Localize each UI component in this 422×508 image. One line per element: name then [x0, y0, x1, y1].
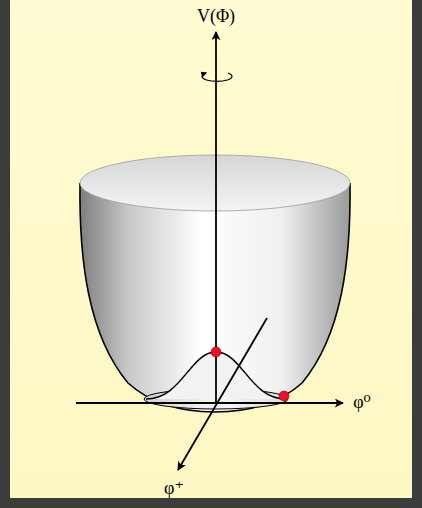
phiplus-axis-label: φ⁺ — [164, 479, 184, 497]
rotation-arrow — [202, 73, 232, 81]
phi0-axis-label: φ⁰ — [353, 393, 371, 411]
panel — [10, 0, 412, 498]
bowl-outline — [80, 183, 350, 412]
phi0-axis — [76, 402, 343, 404]
bowl-rim — [80, 155, 350, 211]
unstable-ball — [211, 347, 221, 357]
phiplus-axis — [178, 318, 267, 470]
vacuum-ball — [279, 391, 289, 401]
potential-axis-label: V(Φ) — [197, 7, 235, 25]
bowl-body — [80, 183, 350, 412]
